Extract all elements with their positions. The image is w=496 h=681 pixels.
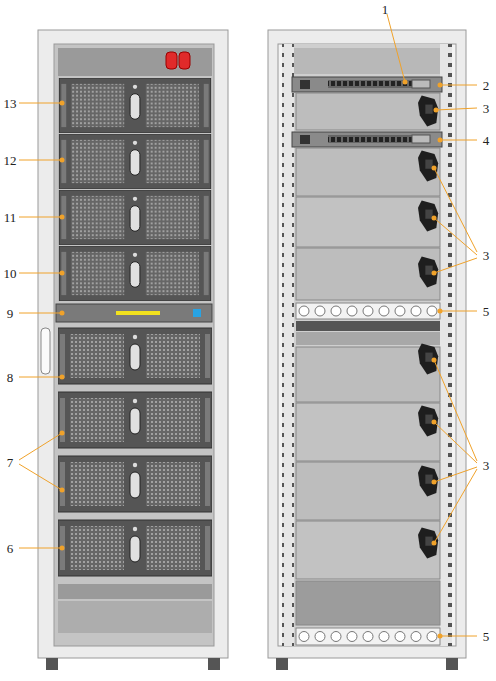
power-plug [418,200,438,231]
blank-panel [296,321,440,331]
button [193,309,201,317]
socket [363,632,373,642]
socket [427,632,437,642]
socket [411,632,421,642]
callout-number: 4 [483,134,490,147]
callout-number: 13 [4,97,17,110]
power-plug [418,256,438,287]
blank-panel [58,584,212,599]
blank-panel [296,581,440,625]
socket [299,306,309,316]
callout-number: 12 [4,154,17,167]
switch [292,132,442,147]
callout-number: 3 [483,102,490,115]
callout-number: 1 [382,2,389,15]
server-unit [59,190,210,245]
callout-number: 3 [483,459,490,472]
rack-interior [54,44,214,646]
socket [315,306,325,316]
server-unit [58,520,212,576]
power-plug [418,150,438,181]
rack-frame [38,30,228,658]
socket [363,306,373,316]
power-socket [300,80,310,89]
leader-dots [60,80,443,639]
indicator [179,52,190,69]
server-rear [296,403,440,461]
server-rear [296,197,440,247]
server-unit [59,246,210,301]
socket [315,632,325,642]
socket [347,306,357,316]
server-unit [59,134,210,189]
callout-number: 10 [4,267,17,280]
callout-number: 6 [7,542,14,555]
foot [46,658,58,670]
socket [331,632,341,642]
socket [379,632,389,642]
pdu [296,303,440,319]
server-rear [296,93,440,130]
pdu [296,628,440,645]
port-row [328,135,412,143]
callout-number: 11 [4,211,17,224]
control-unit [56,304,212,322]
power-plug [418,527,438,558]
display-bar [116,311,160,315]
callout-number: 9 [7,307,14,320]
server-unit [58,392,212,448]
server-unit [58,456,212,512]
server-rear [296,347,440,402]
door-handle [41,328,50,374]
server-rear [296,521,440,579]
server-rear [296,248,440,300]
power-plug [418,405,438,436]
pdu-sockets [299,306,437,642]
server-unit [59,78,210,133]
socket [299,632,309,642]
blank-panel [296,332,440,345]
callout-number: 5 [483,630,490,643]
server-rear [296,148,440,196]
rack-interior [278,44,456,646]
callout-number: 5 [483,305,490,318]
rack-frame [268,30,466,658]
top-panel [58,48,212,76]
uplink-ports [412,80,430,88]
power-socket [300,135,310,144]
socket [379,306,389,316]
socket [347,632,357,642]
blank-panel [58,601,212,633]
foot [276,658,288,670]
callout-number: 7 [7,456,14,469]
callout-number: 3 [483,249,490,262]
socket [331,306,341,316]
power-plug [418,343,438,374]
foot [208,658,220,670]
uplink-ports [412,135,430,143]
top-panel [294,48,440,74]
socket [427,306,437,316]
foot [446,658,458,670]
server-unit [58,328,212,384]
callout-number: 2 [483,79,490,92]
callout-number: 8 [7,371,14,384]
power-plug [418,465,438,496]
socket [395,306,405,316]
power-plug [418,95,438,126]
switch [292,77,442,92]
indicator [166,52,177,69]
leader-lines [19,14,477,636]
socket [411,306,421,316]
server-rear [296,462,440,520]
socket [395,632,405,642]
port-row [328,80,412,88]
